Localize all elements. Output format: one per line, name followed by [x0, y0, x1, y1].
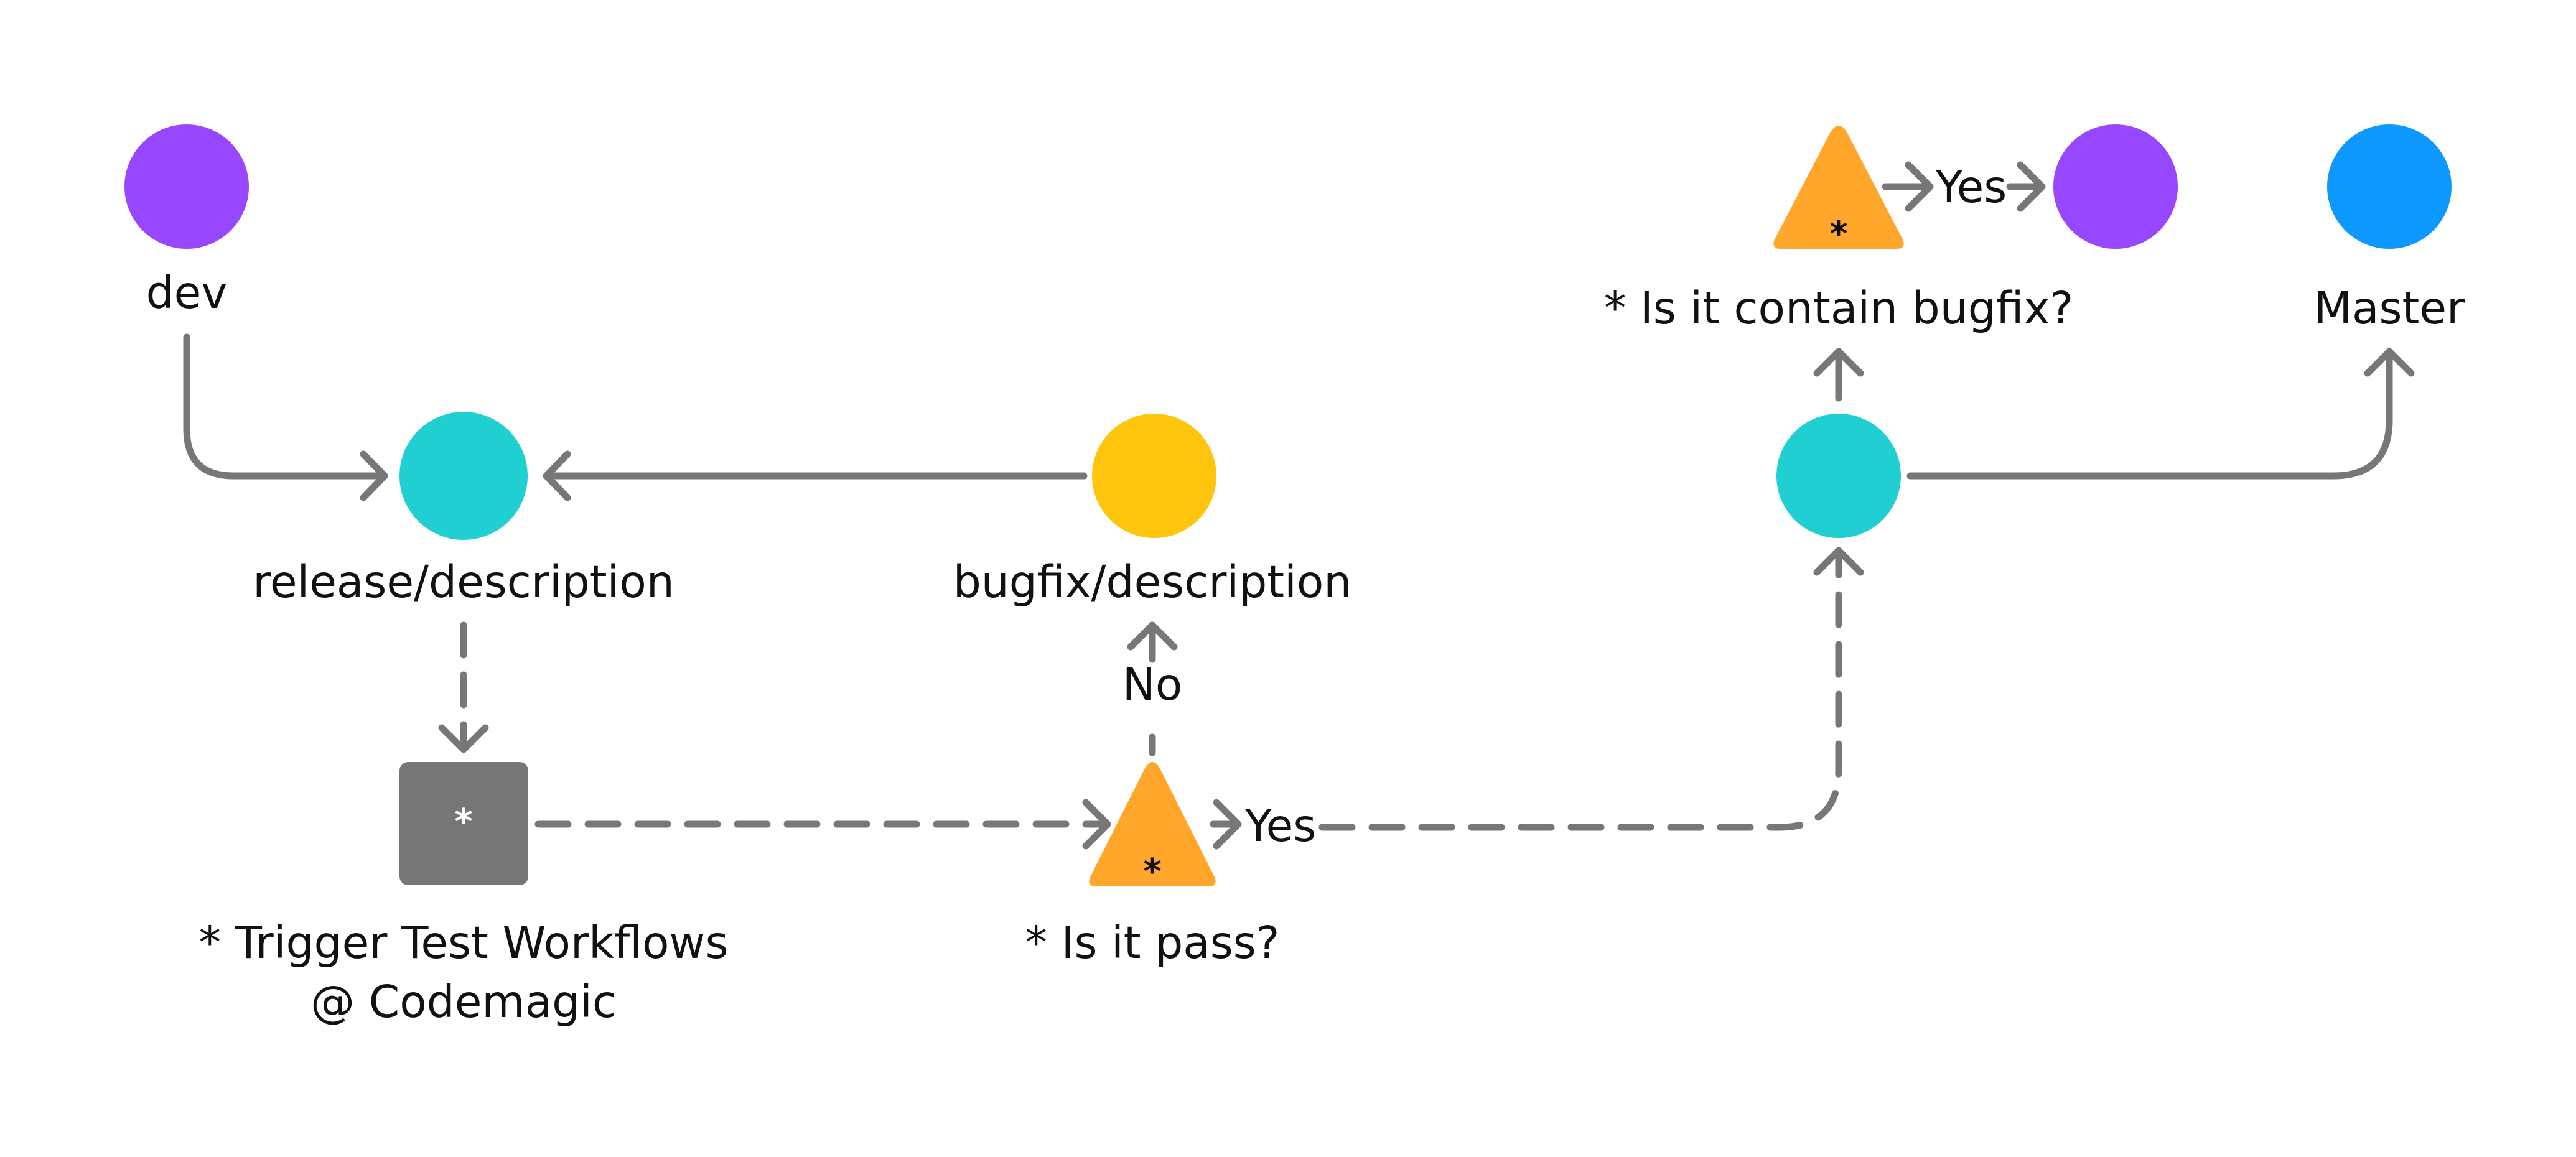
arrowhead-bugfix-to-release — [543, 450, 571, 501]
pass-decision-node — [1089, 762, 1216, 886]
release-label: release/description — [253, 556, 674, 608]
dev-end-node — [2053, 124, 2178, 249]
arrowhead-release-final-to-master — [2364, 348, 2415, 377]
pass-decision-label: * Is it pass? — [1025, 917, 1280, 969]
edge-release-final-to-master — [1906, 348, 2393, 480]
release-final-node — [1776, 414, 1901, 538]
arrowhead-release-final-to-bugfix-decision — [1813, 348, 1864, 377]
dev-label: dev — [146, 267, 228, 318]
arrowhead-yes-to-release-final — [1813, 547, 1864, 576]
arrowhead-dev-to-release — [360, 450, 388, 501]
bugfix-decision-node — [1773, 126, 1904, 249]
bugfix-node — [1092, 414, 1216, 538]
arrowhead-no-to-bugfix — [1127, 621, 1178, 651]
edge-dev-to-release — [183, 333, 388, 480]
master-node — [2327, 124, 2452, 249]
arrowhead-trigger-to-pass — [1082, 799, 1111, 850]
trigger-asterisk: * — [454, 802, 472, 842]
release-node — [399, 412, 528, 540]
pass-decision-asterisk: * — [1143, 852, 1161, 892]
arrowhead-yes-to-dev-end — [2017, 161, 2046, 212]
trigger-label-line2: @ Codemagic — [310, 976, 617, 1028]
bugfix-label: bugfix/description — [953, 556, 1352, 608]
bugfix-yes-label: Yes — [1935, 161, 2007, 213]
arrowhead-pass-yes — [1213, 799, 1242, 850]
edge-yes-to-release-final — [1318, 553, 1842, 831]
bugfix-decision-asterisk: * — [1829, 214, 1847, 254]
master-label: Master — [2314, 282, 2465, 334]
no-label: No — [1122, 659, 1183, 710]
dev-node — [124, 124, 249, 249]
trigger-label-line1: * Trigger Test Workflows — [199, 917, 729, 969]
trigger-node — [399, 762, 528, 885]
arrowhead-bugfix-decision-yes — [1905, 161, 1934, 212]
bugfix-decision-label: * Is it contain bugfix? — [1604, 282, 2073, 334]
arrowhead-release-to-trigger — [438, 724, 489, 753]
pass-yes-label: Yes — [1244, 800, 1317, 852]
